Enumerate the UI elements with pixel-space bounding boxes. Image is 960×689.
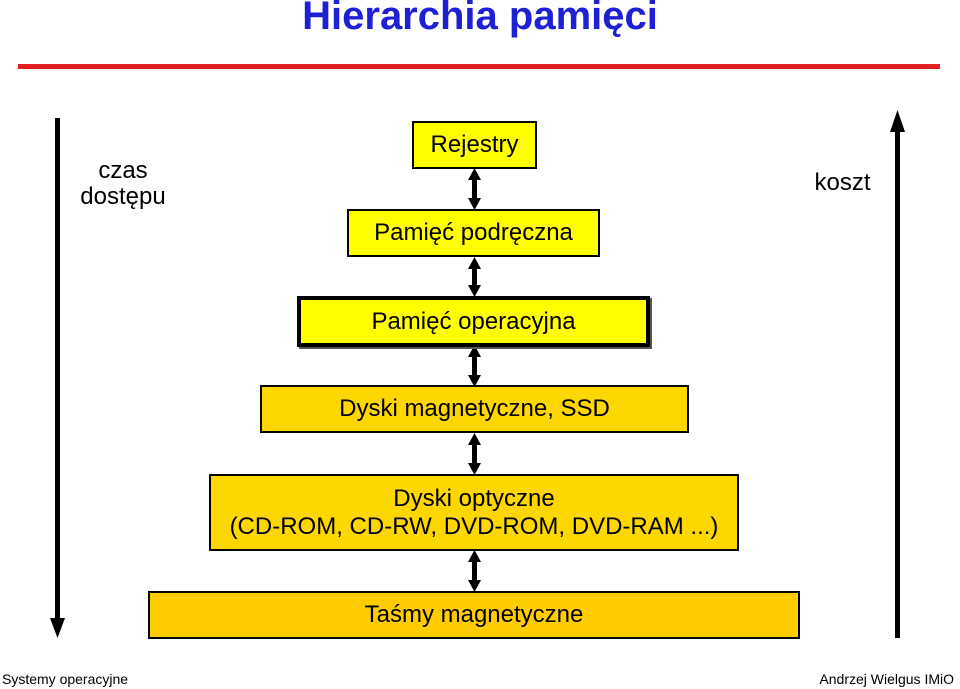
level-magnetic-disks-label: Dyski magnetyczne, SSD [339, 395, 610, 422]
level-main-memory: Pamięć operacyjna [297, 296, 650, 347]
level-cache: Pamięć podręczna [347, 209, 600, 257]
page-title: Hierarchia pamięci [302, 0, 658, 38]
footer-course: Systemy operacyjne [2, 671, 129, 687]
level-magnetic-tapes: Taśmy magnetyczne [148, 591, 800, 639]
connector-arrow-1-2 [468, 168, 481, 210]
footer-author: Andrzej Wielgus IMiO [819, 671, 954, 687]
access-time-label: czas dostępu [68, 158, 178, 210]
title-divider [18, 64, 940, 69]
level-cache-label: Pamięć podręczna [374, 219, 573, 246]
access-time-arrow [50, 118, 65, 638]
level-main-memory-label: Pamięć operacyjna [371, 307, 576, 335]
level-optical-disks-label: Dyski optyczne [393, 484, 555, 512]
level-magnetic-disks: Dyski magnetyczne, SSD [260, 385, 689, 433]
level-registers-label: Rejestry [430, 131, 519, 158]
level-optical-disks: Dyski optyczne (CD-ROM, CD-RW, DVD-ROM, … [209, 474, 739, 551]
level-optical-disks-sublabel: (CD-ROM, CD-RW, DVD-ROM, DVD-RAM ...) [229, 512, 719, 540]
access-time-label-line1: czas [98, 157, 148, 184]
connector-arrow-3-4 [468, 345, 481, 387]
connector-arrow-5-6 [468, 550, 481, 592]
connector-arrow-4-5 [468, 433, 481, 475]
level-magnetic-tapes-label: Taśmy magnetyczne [364, 601, 584, 628]
access-time-label-line2: dostępu [80, 183, 166, 210]
cost-arrow [890, 110, 905, 638]
level-registers: Rejestry [412, 121, 537, 169]
connector-arrow-2-3 [468, 257, 481, 297]
cost-label: koszt [814, 169, 871, 196]
